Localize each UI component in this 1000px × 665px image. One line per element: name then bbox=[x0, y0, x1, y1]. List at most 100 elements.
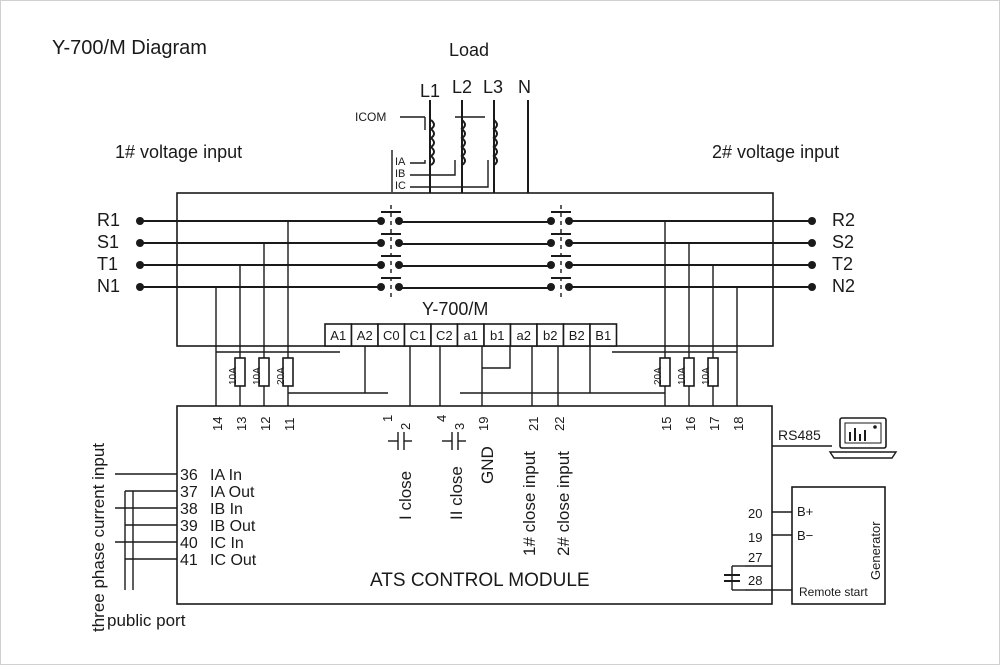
current-terminal-label: IA Out bbox=[210, 484, 255, 501]
fuse-left-2: 10A bbox=[252, 357, 270, 387]
source2-n2: N2 bbox=[832, 276, 855, 296]
source1-t1: T1 bbox=[97, 254, 118, 274]
svg-text:10A: 10A bbox=[701, 367, 712, 385]
ct-wire-b bbox=[410, 160, 456, 176]
current-terminal-number: 40 bbox=[180, 535, 198, 552]
diagram-title: Y-700/M Diagram bbox=[52, 37, 207, 59]
ct-phase-a: IA bbox=[395, 156, 406, 168]
terminal-label-b1: b1 bbox=[490, 328, 504, 343]
computer-icon bbox=[828, 417, 898, 459]
close1-contact bbox=[388, 432, 412, 450]
svg-text:10A: 10A bbox=[228, 367, 239, 385]
gen-terminal-20: 20 bbox=[748, 506, 762, 521]
current-terminal-number: 36 bbox=[180, 467, 198, 484]
module-terminal-11: 11 bbox=[282, 418, 297, 432]
module-terminal-4: 4 bbox=[434, 415, 449, 422]
module-terminal-13: 13 bbox=[234, 417, 249, 431]
switch-contacts-right bbox=[547, 205, 573, 300]
fuse-left-3: 20A bbox=[276, 357, 294, 387]
signal-ii-close: II close bbox=[447, 466, 466, 520]
terminal-label-a1: a1 bbox=[464, 328, 478, 343]
current-terminal-number: 37 bbox=[180, 484, 198, 501]
b1-link bbox=[482, 346, 511, 369]
svg-text:20A: 20A bbox=[276, 367, 287, 385]
switch-contacts-left bbox=[377, 205, 403, 300]
current-terminal-label: IA In bbox=[210, 467, 242, 484]
ct-phase-c: IC bbox=[395, 180, 406, 192]
source1-s1: S1 bbox=[97, 232, 119, 252]
current-terminal-number: 39 bbox=[180, 518, 198, 535]
signal-i-close: I close bbox=[396, 471, 415, 520]
public-port-label: public port bbox=[107, 611, 186, 630]
terminal-label-b2: b2 bbox=[543, 328, 557, 343]
current-terminal-label: IB In bbox=[210, 501, 243, 518]
voltage-input-1-label: 1# voltage input bbox=[115, 142, 242, 162]
current-terminal-label: IC Out bbox=[210, 552, 257, 569]
ats-control-module bbox=[176, 405, 773, 605]
fuse-right-3: 10A bbox=[701, 357, 719, 387]
module-terminal-3: 3 bbox=[452, 423, 467, 430]
source2-s2: S2 bbox=[832, 232, 854, 252]
rs485-label: RS485 bbox=[778, 427, 821, 443]
remote-start-contact bbox=[724, 565, 745, 591]
current-terminal-number: 38 bbox=[180, 501, 198, 518]
load-line-n: N bbox=[518, 77, 531, 97]
gen-terminal-27: 27 bbox=[748, 550, 762, 565]
ct-wire-a bbox=[410, 160, 426, 164]
svg-text:10A: 10A bbox=[677, 367, 688, 385]
ct-coil-l1 bbox=[429, 119, 435, 166]
switch-enclosure bbox=[176, 192, 774, 347]
module-terminal-1: 1 bbox=[380, 415, 395, 422]
generator-label: Generator bbox=[868, 521, 883, 580]
signal-close-input-1: 1# close input bbox=[520, 451, 539, 556]
terminal-label-a1: A1 bbox=[330, 328, 346, 343]
terminal-label-a2: a2 bbox=[517, 328, 531, 343]
module-terminal-19: 19 bbox=[476, 417, 491, 431]
load-line-l2: L2 bbox=[452, 77, 472, 97]
terminal-label-b2: B2 bbox=[569, 328, 585, 343]
fuse-right-1: 20A bbox=[653, 357, 671, 387]
terminal-label-b1: B1 bbox=[595, 328, 611, 343]
load-line-l3: L3 bbox=[483, 77, 503, 97]
icom-label: ICOM bbox=[355, 110, 386, 124]
module-terminal-14: 14 bbox=[210, 417, 225, 431]
svg-text:10A: 10A bbox=[252, 367, 263, 385]
fuse-right-2: 10A bbox=[677, 357, 695, 387]
module-terminal-16: 16 bbox=[683, 417, 698, 431]
terminal-label-c1: C1 bbox=[409, 328, 426, 343]
generator-b-minus: B− bbox=[797, 528, 813, 543]
fuse-left-1: 10A bbox=[228, 357, 246, 387]
svg-text:20A: 20A bbox=[653, 367, 664, 385]
switch-model-label: Y-700/M bbox=[422, 299, 488, 319]
module-terminal-12: 12 bbox=[258, 417, 273, 431]
gen-terminal-19: 19 bbox=[748, 530, 762, 545]
module-terminal-22: 22 bbox=[552, 417, 567, 431]
module-terminal-15: 15 bbox=[659, 417, 674, 431]
source2-r2: R2 bbox=[832, 210, 855, 230]
terminal-label-c0: C0 bbox=[383, 328, 400, 343]
load-label: Load bbox=[449, 40, 489, 60]
voltage-input-2-label: 2# voltage input bbox=[712, 142, 839, 162]
current-terminal-label: IC In bbox=[210, 535, 244, 552]
generator-remote-start: Remote start bbox=[799, 585, 868, 599]
gen-terminal-28: 28 bbox=[748, 573, 762, 588]
generator-box bbox=[791, 486, 886, 605]
close2-contact bbox=[442, 432, 466, 450]
current-input-label: three phase current input bbox=[89, 443, 108, 632]
source1-n1: N1 bbox=[97, 276, 120, 296]
module-terminal-17: 17 bbox=[707, 417, 722, 431]
signal-gnd: GND bbox=[478, 446, 497, 484]
current-terminal-number: 41 bbox=[180, 552, 198, 569]
signal-close-input-2: 2# close input bbox=[554, 451, 573, 556]
load-line-l1: L1 bbox=[420, 81, 440, 101]
module-name: ATS CONTROL MODULE bbox=[370, 570, 590, 591]
module-terminal-2: 2 bbox=[398, 423, 413, 430]
module-terminal-21: 21 bbox=[526, 417, 541, 431]
terminal-cell-b1 bbox=[589, 323, 618, 347]
source1-r1: R1 bbox=[97, 210, 120, 230]
generator-b-plus: B+ bbox=[797, 504, 813, 519]
ct-wire-c bbox=[410, 160, 489, 188]
